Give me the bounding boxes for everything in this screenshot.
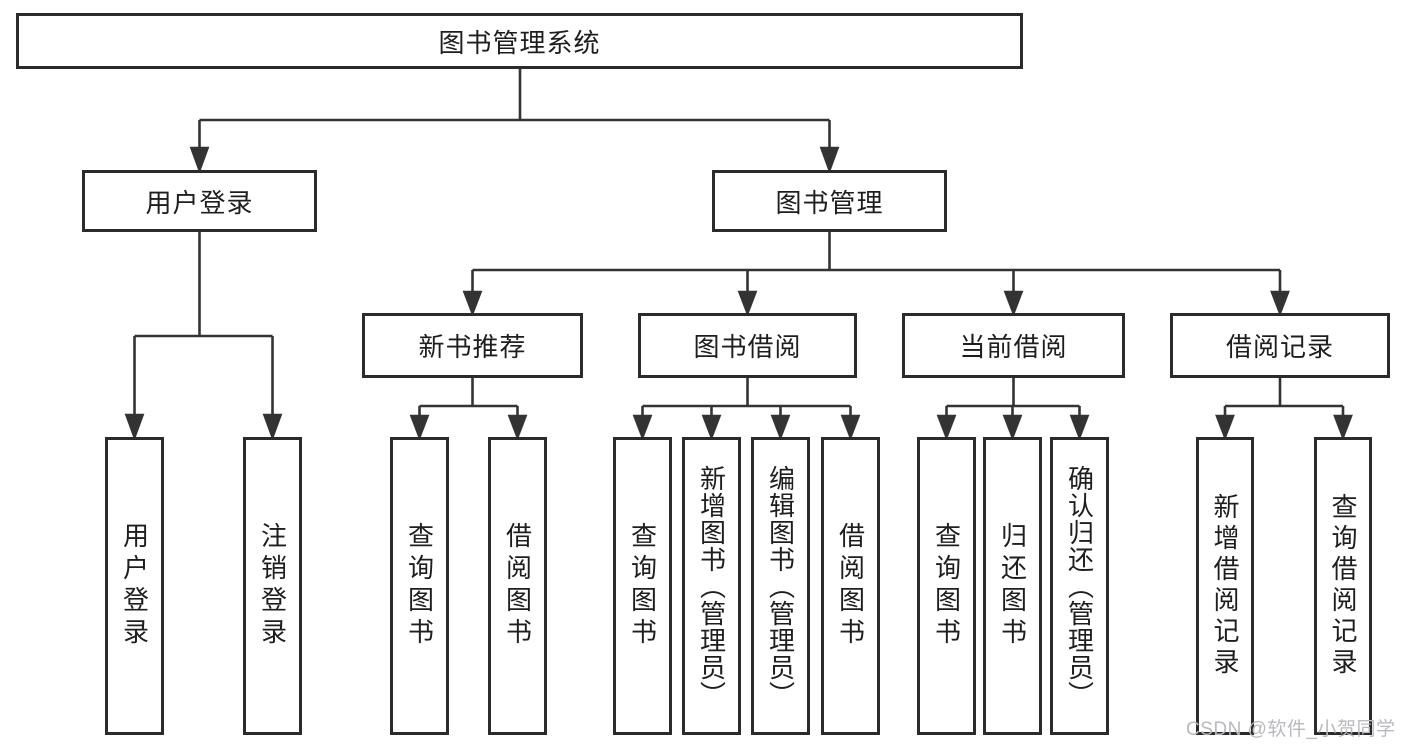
node-book-management: 图书管理 [712, 170, 947, 232]
arrow-down-icon [507, 414, 528, 441]
leaf-logout-login: 注销登录 [243, 437, 302, 735]
arrow-down-icon [124, 413, 145, 441]
node-user-login: 用户登录 [82, 170, 317, 232]
arrow-down-icon [1003, 290, 1024, 317]
node-label: 编辑图书（管理员） [765, 464, 796, 708]
leaf-borrow-book-newbook: 借阅图书 [488, 437, 547, 735]
connector-root-to-level2 [189, 69, 840, 174]
node-label: 图书管理系统 [438, 27, 601, 58]
connector-record-to-leaves [1215, 378, 1353, 441]
arrow-down-icon [936, 414, 957, 441]
node-label: 借阅图书 [502, 522, 533, 650]
arrow-down-icon [409, 414, 430, 441]
node-label: 用户登录 [119, 522, 150, 650]
node-label: 查询借阅记录 [1328, 493, 1358, 679]
node-label: 确认归还（管理员） [1064, 464, 1095, 708]
connector-borrow-to-leaves [632, 378, 861, 441]
leaf-user-login: 用户登录 [105, 437, 164, 735]
leaf-query-book-current: 查询图书 [917, 437, 976, 735]
node-label: 归还图书 [997, 522, 1028, 650]
node-label: 借阅记录 [1225, 332, 1334, 362]
arrow-down-icon [1069, 414, 1090, 441]
node-label: 查询图书 [404, 522, 435, 650]
arrow-down-icon [462, 290, 483, 317]
node-label: 新书推荐 [418, 332, 527, 362]
csdn-watermark: CSDN @软件_小贺同学 [1186, 719, 1396, 740]
node-label: 图书借阅 [693, 332, 802, 362]
leaf-add-book-admin: 新增图书（管理员） [682, 437, 741, 735]
leaf-query-borrow-record: 查询借阅记录 [1314, 437, 1372, 735]
node-borrow-record: 借阅记录 [1170, 313, 1390, 378]
leaf-edit-book-admin: 编辑图书（管理员） [751, 437, 810, 735]
arrow-down-icon [840, 414, 861, 441]
arrow-down-icon [1215, 414, 1235, 441]
arrow-down-icon [632, 414, 653, 441]
node-label: 图书管理 [775, 187, 884, 218]
leaf-add-borrow-record: 新增借阅记录 [1196, 437, 1254, 735]
connector-current-to-leaves [936, 378, 1090, 441]
arrow-down-icon [1002, 414, 1023, 441]
node-label: 新增借阅记录 [1210, 493, 1240, 679]
node-label: 用户登录 [145, 187, 254, 218]
node-library-management-system: 图书管理系统 [16, 13, 1023, 69]
connector-bookmgmt-to-level3 [462, 232, 1290, 317]
node-label: 新增图书（管理员） [696, 464, 727, 708]
leaf-confirm-return-admin: 确认归还（管理员） [1050, 437, 1109, 735]
arrow-down-icon [1270, 290, 1290, 317]
node-label: 查询图书 [627, 522, 658, 650]
node-label: 当前借阅 [959, 332, 1068, 362]
arrow-down-icon [819, 146, 840, 174]
node-book-borrow: 图书借阅 [638, 313, 857, 378]
arrow-down-icon [737, 290, 758, 317]
connector-userlogin-to-leaves [124, 232, 283, 441]
connector-newbook-to-leaves [409, 378, 528, 441]
arrow-down-icon [189, 146, 210, 174]
leaf-borrow-book-borrow: 借阅图书 [821, 437, 880, 735]
leaf-query-book-newbook: 查询图书 [390, 437, 449, 735]
node-label: 注销登录 [257, 522, 288, 650]
arrow-down-icon [262, 413, 283, 441]
leaf-query-book-borrow: 查询图书 [613, 437, 672, 735]
arrow-down-icon [1333, 414, 1353, 441]
arrow-down-icon [770, 414, 791, 441]
node-label: 查询图书 [931, 522, 962, 650]
node-label: 借阅图书 [835, 522, 866, 650]
node-new-book-recommend: 新书推荐 [362, 313, 583, 378]
leaf-return-book: 归还图书 [983, 437, 1042, 735]
arrow-down-icon [701, 414, 722, 441]
node-current-borrow: 当前借阅 [902, 313, 1125, 378]
